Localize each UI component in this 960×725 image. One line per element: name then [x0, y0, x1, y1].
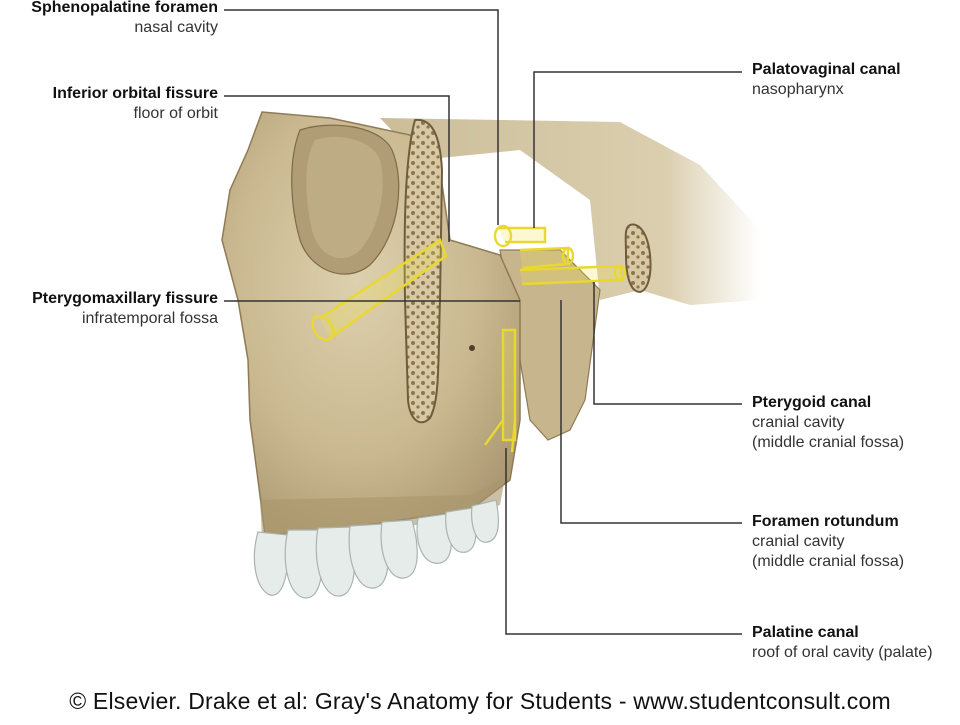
canals: [311, 224, 627, 453]
label-title: Pterygomaxillary fissure: [32, 290, 218, 307]
label-subtitle: nasopharynx: [752, 81, 844, 98]
label-subtitle: cranial cavity: [752, 533, 845, 550]
posterior-section: [624, 223, 652, 294]
label-subtitle-2: (middle cranial fossa): [752, 434, 905, 451]
label-subtitle-2: (middle cranial fossa): [752, 553, 905, 570]
leader-lines: [224, 9, 742, 635]
label-subtitle: floor of orbit: [133, 105, 218, 122]
label-foramen-rotundum: Foramen rotundum cranial cavity (middle …: [752, 512, 904, 572]
label-sphenopalatine-foramen: Sphenopalatine foramen nasal cavity: [0, 0, 218, 38]
label-title: Palatovaginal canal: [752, 61, 901, 78]
label-subtitle: infratemporal fossa: [81, 310, 218, 327]
label-title: Palatine canal: [752, 624, 859, 641]
label-pterygoid-canal: Pterygoid canal cranial cavity (middle c…: [752, 393, 904, 453]
cranial-base: [380, 118, 760, 305]
copyright-notice: © Elsevier. Drake et al: Gray's Anatomy …: [69, 688, 891, 714]
label-inferior-orbital-fissure: Inferior orbital fissure floor of orbit: [0, 84, 218, 124]
label-pterygomaxillary-fissure: Pterygomaxillary fissure infratemporal f…: [0, 289, 218, 329]
label-title: Pterygoid canal: [752, 394, 872, 411]
label-title: Foramen rotundum: [752, 513, 899, 530]
label-title: Inferior orbital fissure: [52, 85, 218, 102]
label-title: Sphenopalatine foramen: [31, 0, 218, 16]
label-subtitle: nasal cavity: [134, 19, 218, 36]
label-palatovaginal-canal: Palatovaginal canal nasopharynx: [752, 60, 901, 100]
teeth: [253, 499, 499, 599]
label-subtitle: roof of oral cavity (palate): [752, 644, 933, 661]
label-subtitle: cranial cavity: [752, 414, 845, 431]
label-palatine-canal: Palatine canal roof of oral cavity (pala…: [752, 623, 933, 663]
